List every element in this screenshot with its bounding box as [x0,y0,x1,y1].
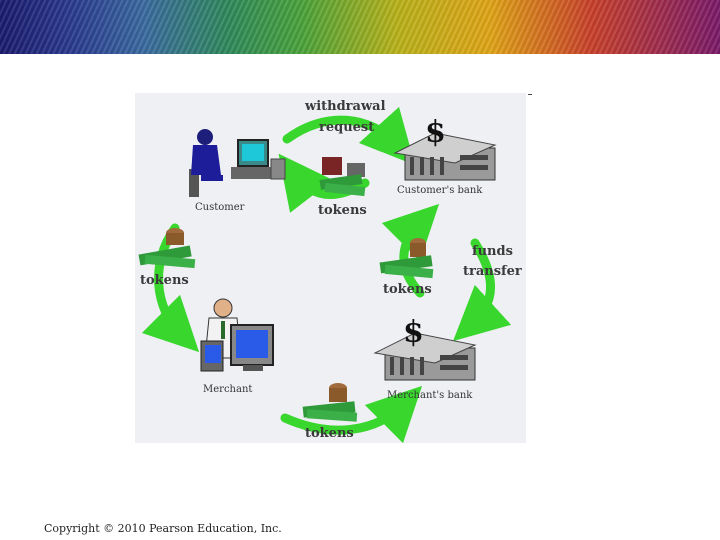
label-transfer: transfer [463,264,522,279]
label-tokens-right: tokens [383,282,432,297]
label-tokens-bottom: tokens [305,426,354,441]
dollar-symbol-customers-bank: $ [425,115,446,150]
caption-customers-bank: Customer's bank [397,185,482,196]
caption-customer: Customer [195,202,244,213]
label-tokens-top: tokens [318,203,367,218]
merchant-figure [201,299,273,371]
label-withdrawal: withdrawal [305,99,386,114]
label-funds: funds [472,244,513,259]
token-pile-bottom [303,383,358,422]
header-banner [0,0,720,54]
copyright-footer: Copyright © 2010 Pearson Education, Inc. [44,522,282,535]
payment-flow-diagram: $ $ withdrawal request tokens tokens tok… [135,93,526,443]
token-pile-top [320,157,366,196]
divider-mark [528,94,532,95]
label-request: request [319,120,374,135]
dollar-symbol-merchants-bank: $ [403,315,424,350]
merchants-bank-building [375,333,475,380]
customer-figure [189,129,285,197]
label-tokens-left: tokens [140,273,189,288]
caption-merchant: Merchant [203,384,252,395]
caption-merchants-bank: Merchant's bank [387,390,472,401]
